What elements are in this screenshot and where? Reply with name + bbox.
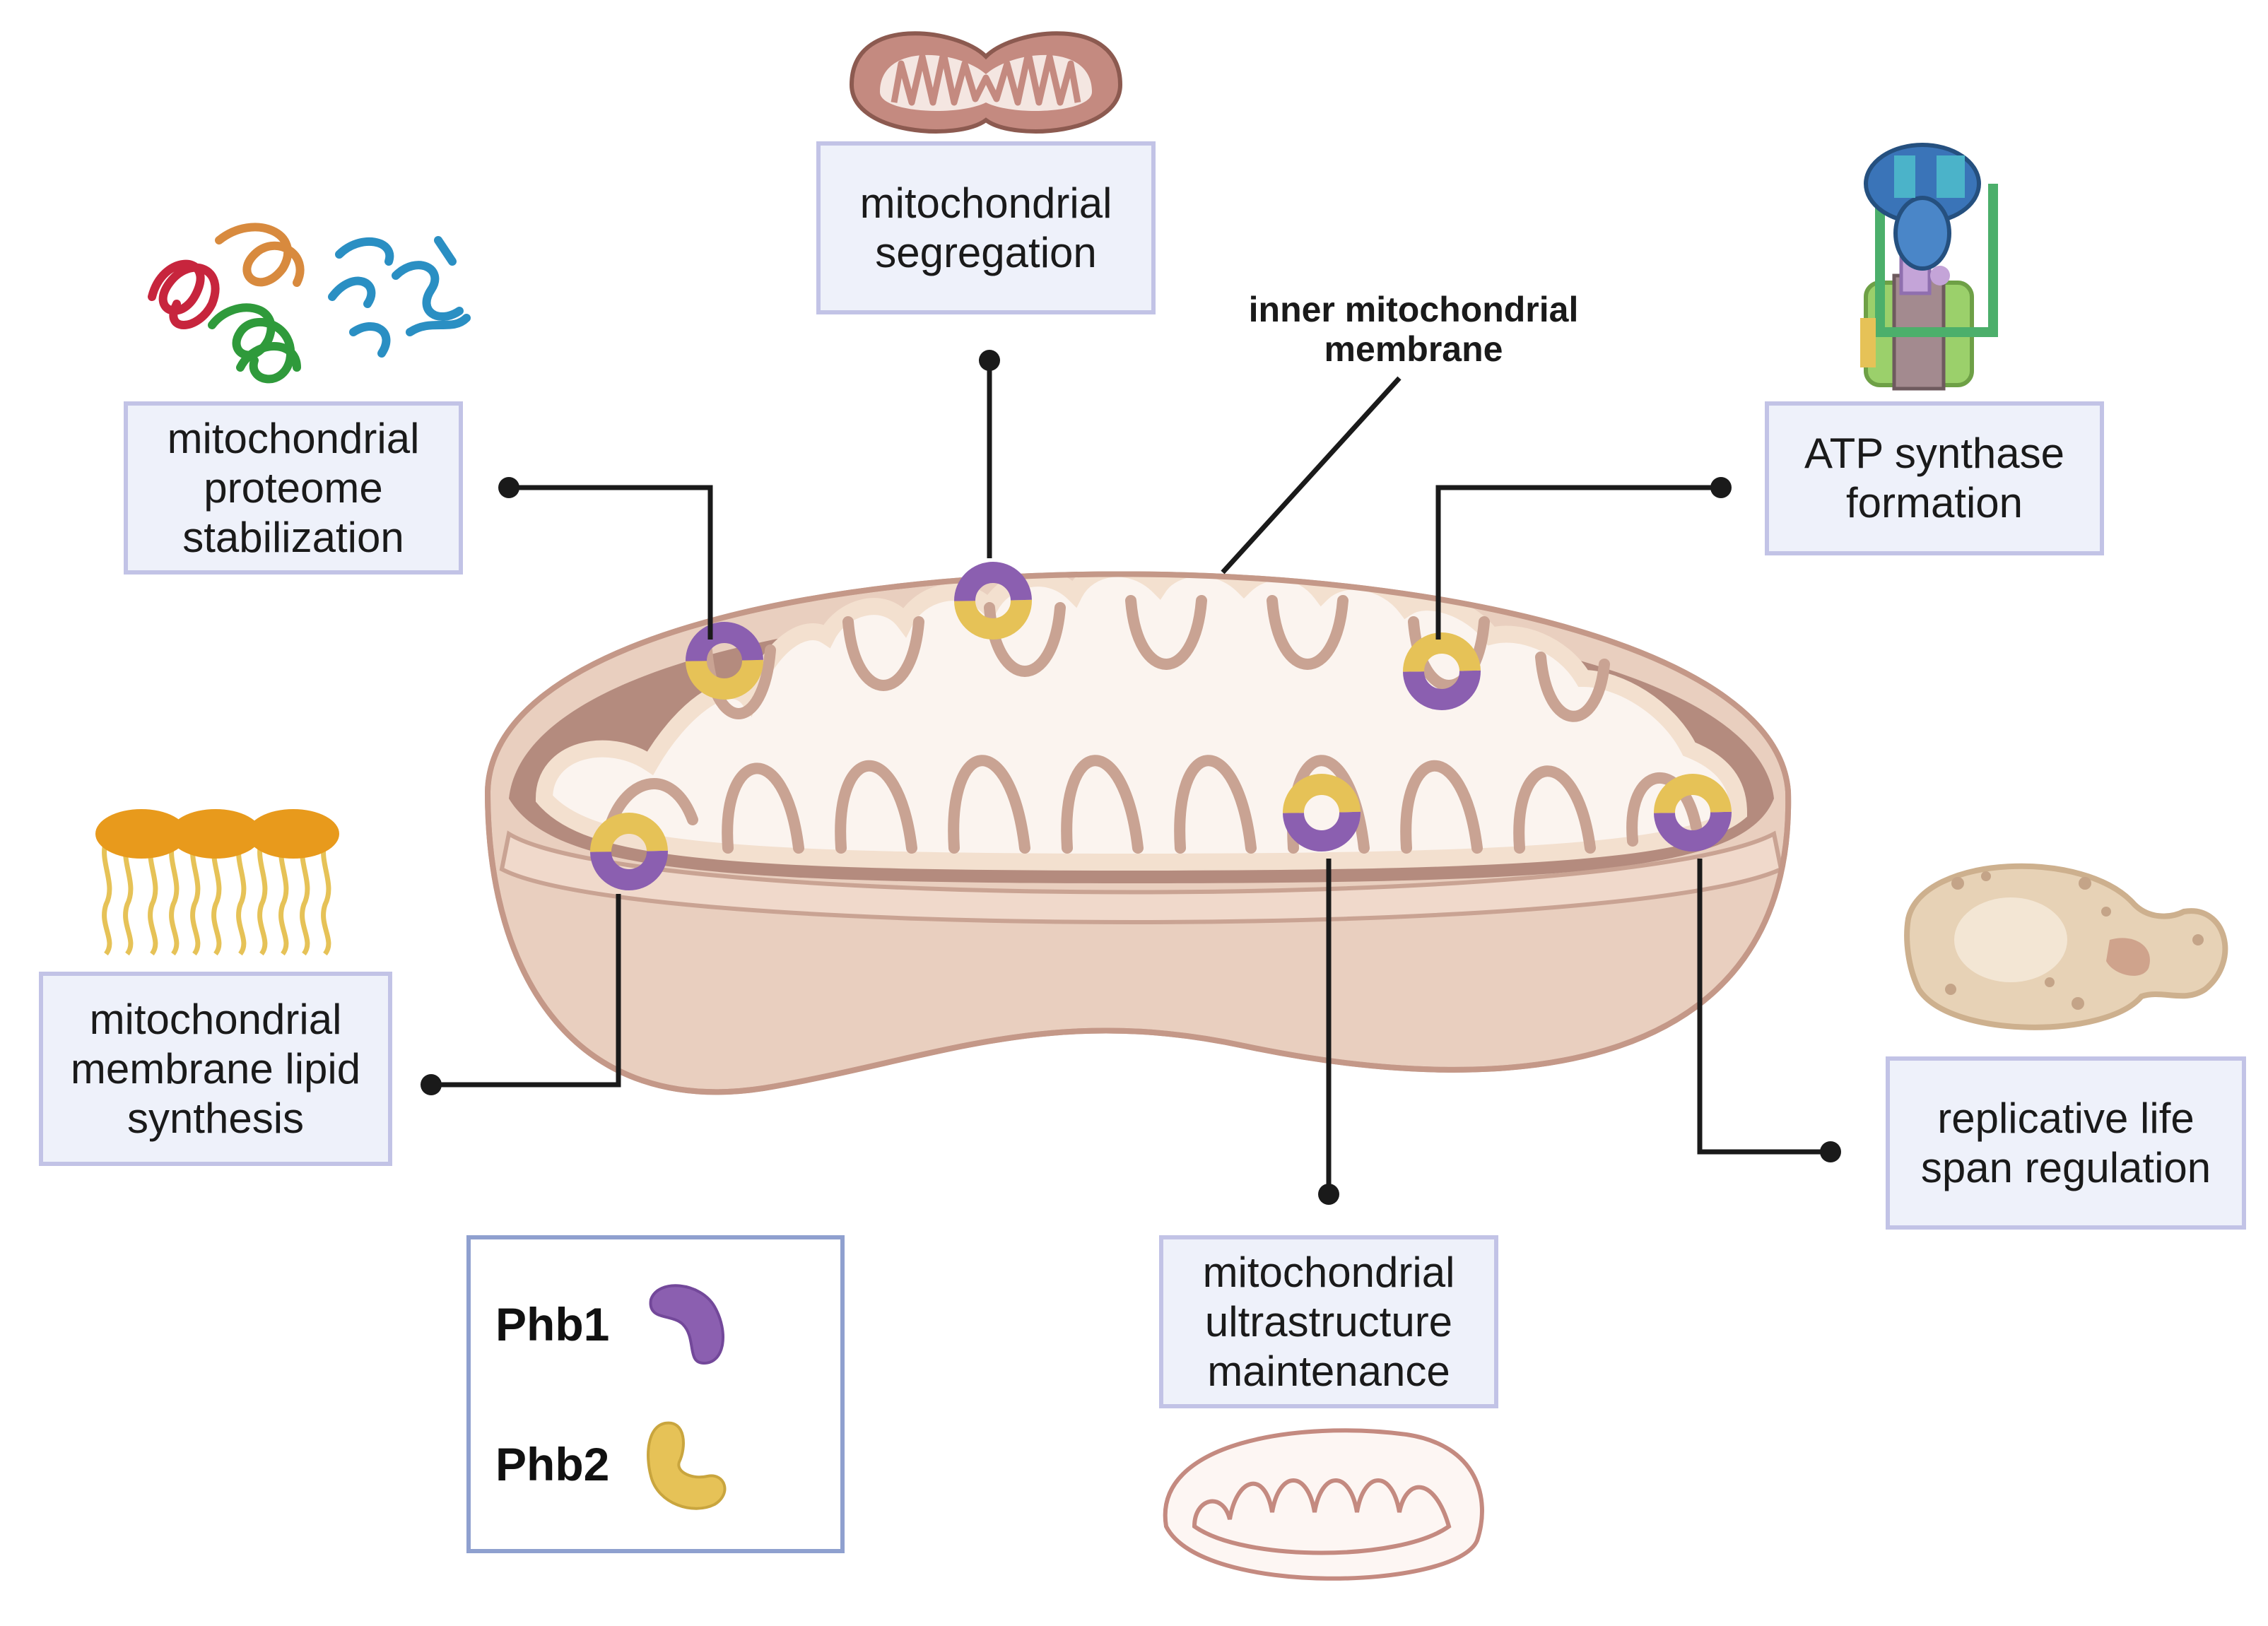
label-line: mitochondrial [167,414,420,462]
label-line: membrane lipid [70,1044,361,1092]
connector-proteome [509,485,713,640]
atp-synthase-icon [1860,143,1998,391]
connector-dots [421,350,1841,1205]
label-line: formation [1845,479,2023,526]
connector-lipid [431,894,621,1088]
phb-ring [954,562,1032,640]
label-line: segregation [875,228,1097,276]
main-mitochondrion [484,571,1792,1095]
phb-ring [590,813,668,890]
legend-label-phb2: Phb2 [495,1438,610,1490]
label-line: stabilization [182,513,404,561]
label-line: ATP synthase [1804,430,2064,477]
annotation-line: inner mitochondrial [1248,290,1579,329]
protein-tangle-icon [148,223,471,384]
connector-atp [1435,485,1721,640]
lipid-bilayer-icon [95,809,339,956]
phb-ring [1283,774,1361,852]
inner-membrane-annotation: inner mitochondrial membrane [1201,290,1626,369]
legend-label-phb1: Phb1 [495,1298,610,1350]
label-line: span regulation [1920,1143,2211,1191]
phb-ring [1403,632,1481,710]
yeast-cell-icon [1904,863,2228,1030]
annotation-line: membrane [1324,329,1503,369]
label-line: replicative life [1937,1094,2194,1142]
label-line: mitochondrial [89,995,342,1043]
label-line: synthesis [127,1094,305,1142]
connector-inner-membrane [1221,376,1402,575]
label-line: ultrastructure [1204,1297,1453,1345]
label-mitochondrial-segregation: mitochondrial segregation [816,141,1156,314]
phb2-icon [647,1421,727,1510]
phb-ring [686,622,763,700]
mini-mitochondrion-icon [849,31,1123,134]
mitochondrion-outline-icon [1163,1428,1484,1581]
label-line: mitochondrial [859,179,1112,227]
label-line: proteome [204,464,383,512]
label-atp-synthase-formation: ATP synthase formation [1765,401,2104,555]
connector-lifespan [1697,859,1831,1155]
label-ultrastructure-maintenance: mitochondrial ultrastructure maintenance [1159,1235,1498,1408]
label-membrane-lipid-synthesis: mitochondrial membrane lipid synthesis [39,972,392,1166]
connectors [431,360,1831,1194]
label-line: maintenance [1207,1347,1450,1395]
phb-ring [1654,774,1732,852]
label-line: mitochondrial [1202,1248,1455,1296]
label-proteome-stabilization: mitochondrial proteome stabilization [124,401,463,575]
label-replicative-life-span: replicative life span regulation [1886,1056,2246,1230]
phb1-icon [649,1284,724,1365]
legend: Phb1 Phb2 [466,1235,845,1553]
prohibitin-complexes [590,562,1732,890]
